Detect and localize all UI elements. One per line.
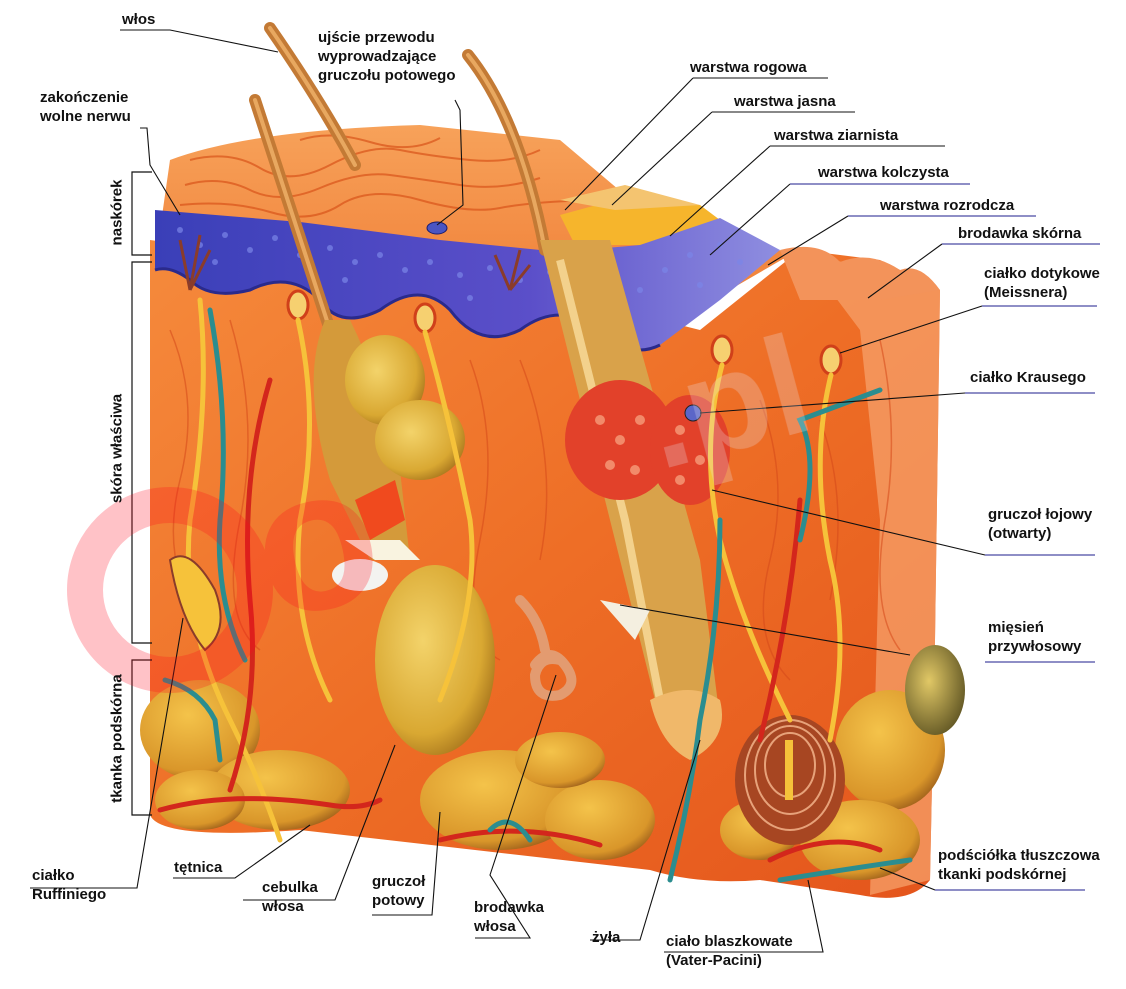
- stratum-corneum-strip: [560, 185, 700, 210]
- pacinian-corpuscle: [735, 715, 845, 845]
- dermal-papillae: [780, 246, 940, 300]
- label-warstwa-rogowa: warstwa rogowa: [690, 59, 807, 76]
- stratum-lucidum-strip: [560, 200, 720, 245]
- label-warstwa-ziarnista: warstwa ziarnista: [774, 127, 899, 144]
- label-warstwa-jasna: warstwa jasna: [734, 93, 836, 110]
- hair-follicle-left: [249, 94, 495, 755]
- label-wlos: włos: [122, 11, 156, 28]
- ruffini-corpuscle: [168, 555, 222, 652]
- leader-lines: [30, 29, 1100, 953]
- hair-bulb: [375, 565, 495, 755]
- label-tetnica: tętnica: [174, 859, 223, 876]
- label-brodawka-skorna: brodawka skórna: [958, 225, 1082, 242]
- layer-brackets: [131, 171, 152, 816]
- meissner-corpuscles: [286, 289, 843, 376]
- side-label-naskorek: naskórek: [108, 179, 126, 246]
- label-zyla: żyła: [592, 929, 621, 946]
- sweat-duct-pore: [426, 221, 448, 235]
- label-warstwa-kolczysta: warstwa kolczysta: [818, 164, 949, 181]
- bracket-skora-wlasciwa: [131, 261, 152, 644]
- label-cialko-dotykowe: ciałko dotykowe(Meissnera): [984, 265, 1100, 301]
- label-warstwa-rozrodcza: warstwa rozrodcza: [880, 197, 1015, 214]
- hair-shaft-top: [264, 22, 361, 171]
- tissue-block: [140, 22, 965, 898]
- bracket-naskorek: [131, 171, 152, 256]
- free-nerve-endings: [178, 234, 532, 291]
- bracket-tkanka-podskorna: [131, 659, 152, 816]
- side-label-tkanka-podskorna: tkanka podskórna: [108, 674, 126, 803]
- sweat-gland-coil: [515, 595, 577, 701]
- dermis-fibers: [169, 319, 901, 681]
- label-cialo-blaszkowate: ciało blaszkowate(Vater-Pacini): [666, 933, 793, 969]
- veins: [162, 307, 913, 883]
- surface-ridges: [179, 134, 591, 218]
- label-cialko-krausego: ciałko Krausego: [970, 369, 1086, 386]
- label-gruczol-lojowy: gruczoł łojowy(otwarty): [988, 506, 1093, 542]
- side-label-skora-wlasciwa: skóra właściwa: [108, 393, 126, 504]
- arrector-pili-muscle: [905, 645, 965, 735]
